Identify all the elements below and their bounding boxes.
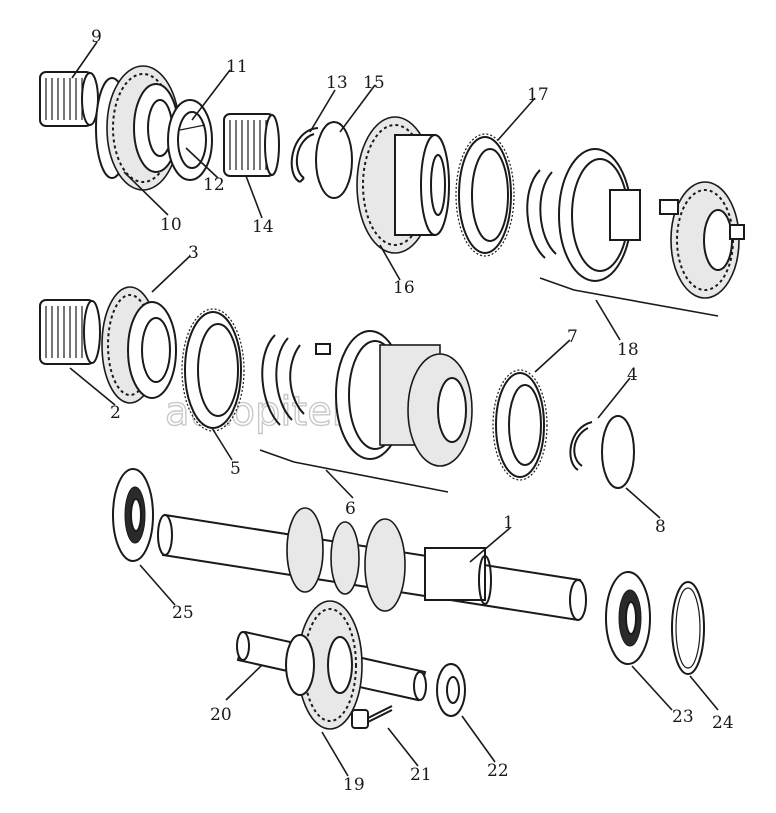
snap-ring-4 — [569, 421, 593, 471]
callout-17: 17 — [527, 85, 549, 105]
snap-ring-13 — [290, 127, 319, 183]
callout-18: 18 — [617, 340, 639, 360]
callout-25: 25 — [172, 603, 194, 623]
callout-8: 8 — [655, 517, 666, 537]
bolt-21 — [351, 705, 393, 729]
synchro-hub-18 — [659, 181, 745, 299]
synchro-hub-6 — [407, 353, 473, 467]
gear-16 — [356, 116, 450, 254]
synchro-spring-6 — [261, 334, 331, 426]
callout-23: 23 — [672, 707, 694, 727]
needle-bearing-2 — [39, 299, 101, 365]
ball-bearing-25 — [112, 468, 154, 562]
callout-21: 21 — [410, 765, 432, 785]
callout-19: 19 — [343, 775, 365, 795]
callout-24: 24 — [712, 713, 734, 733]
callout-1: 1 — [503, 513, 514, 533]
main-shaft-1 — [157, 507, 587, 622]
callout-3: 3 — [188, 243, 199, 263]
ring-8 — [601, 415, 635, 489]
callout-16: 16 — [393, 278, 415, 298]
synchro-sleeve-18 — [558, 148, 641, 282]
callout-7: 7 — [567, 327, 578, 347]
callout-12: 12 — [203, 175, 225, 195]
callout-11: 11 — [226, 57, 248, 77]
synchro-ring-5 — [181, 308, 245, 432]
needle-bearing-14 — [223, 113, 280, 177]
synchro-spring-18 — [526, 169, 557, 259]
synchro-ring-17 — [455, 133, 515, 257]
callouts: 9 11 12 13 15 17 10 14 16 18 3 2 5 6 7 4… — [91, 27, 734, 795]
callout-2: 2 — [110, 403, 121, 423]
callout-10: 10 — [160, 215, 182, 235]
shim-24 — [671, 581, 705, 675]
thrust-washer-11 — [167, 99, 213, 181]
washer-22 — [436, 663, 466, 717]
callout-9: 9 — [91, 27, 102, 47]
callout-6: 6 — [345, 499, 356, 519]
synchro-ring-7 — [492, 369, 548, 481]
gear-3 — [101, 286, 177, 404]
leader-lines — [69, 41, 719, 777]
callout-13: 13 — [326, 73, 348, 93]
callout-5: 5 — [230, 459, 241, 479]
needle-bearing-9 — [39, 71, 99, 127]
callout-22: 22 — [487, 761, 509, 781]
callout-14: 14 — [252, 217, 274, 237]
ring-15 — [315, 121, 353, 199]
callout-20: 20 — [210, 705, 232, 725]
idler-gear-19 — [285, 600, 363, 730]
ball-bearing-23 — [605, 571, 651, 665]
callout-4: 4 — [627, 365, 638, 385]
gear-10 — [95, 65, 180, 191]
callout-15: 15 — [363, 73, 385, 93]
